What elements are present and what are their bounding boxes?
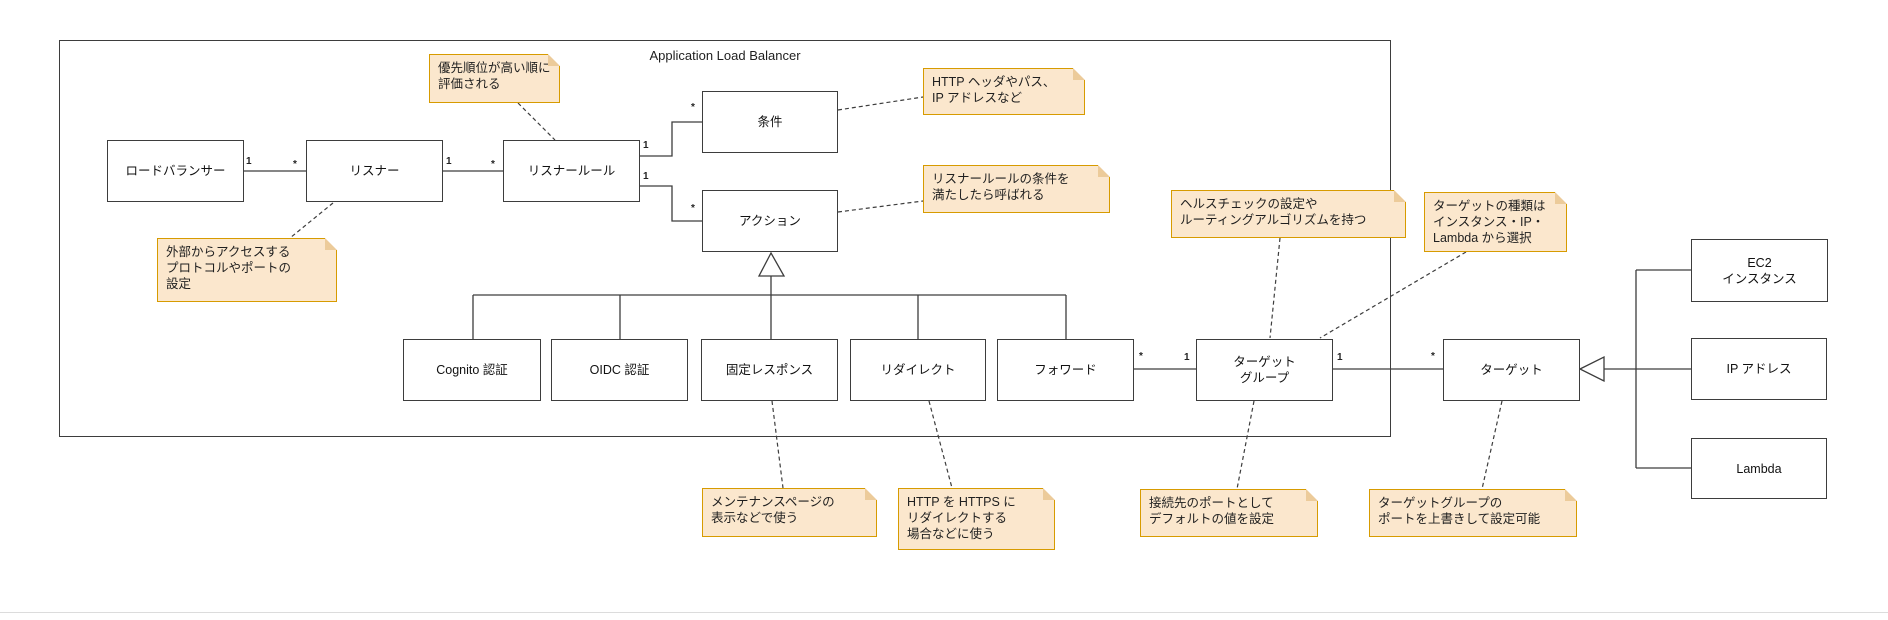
- class-action: アクション: [702, 190, 838, 252]
- alb-container-label: Application Load Balancer: [649, 48, 801, 63]
- class-fixed-response: 固定レスポンス: [701, 339, 838, 401]
- class-target-group: ターゲット グループ: [1196, 339, 1333, 401]
- class-oidc-auth: OIDC 認証: [551, 339, 688, 401]
- multiplicity-label: 1: [1337, 352, 1343, 363]
- note-health-check: ヘルスチェックの設定や ルーティングアルゴリズムを持つ: [1171, 190, 1406, 238]
- class-ec2-instance: EC2 インスタンス: [1691, 239, 1828, 302]
- multiplicity-label: *: [293, 159, 297, 170]
- note-default-port: 接続先のポートとして デフォルトの値を設定: [1140, 489, 1318, 537]
- note-target-type: ターゲットの種類は インスタンス・IP・ Lambda から選択: [1424, 192, 1567, 252]
- multiplicity-label: *: [491, 159, 495, 170]
- note-priority: 優先順位が高い順に 評価される: [429, 54, 560, 103]
- bottom-divider: [0, 612, 1888, 613]
- class-listener-rule: リスナールール: [503, 140, 640, 202]
- note-rule-condition: リスナールールの条件を 満たしたら呼ばれる: [923, 165, 1110, 213]
- multiplicity-label: 1: [446, 156, 452, 167]
- class-lambda: Lambda: [1691, 438, 1827, 499]
- multiplicity-label: *: [691, 203, 695, 214]
- note-external-access: 外部からアクセスする プロトコルやポートの 設定: [157, 238, 337, 302]
- link-note-override-port: [1481, 400, 1503, 490]
- note-http-header: HTTP ヘッダやパス、 IP アドレスなど: [923, 68, 1085, 115]
- note-override-port: ターゲットグループの ポートを上書きして設定可能: [1369, 489, 1577, 537]
- class-forward: フォワード: [997, 339, 1134, 401]
- class-target: ターゲット: [1443, 339, 1580, 401]
- multiplicity-label: *: [691, 102, 695, 113]
- multiplicity-label: *: [1139, 351, 1143, 362]
- class-load-balancer: ロードバランサー: [107, 140, 244, 202]
- multiplicity-label: 1: [1184, 352, 1190, 363]
- class-ip-address: IP アドレス: [1691, 338, 1827, 400]
- note-https-redirect: HTTP を HTTPS に リダイレクトする 場合などに使う: [898, 488, 1055, 550]
- note-maintenance: メンテナンスページの 表示などで使う: [702, 488, 877, 537]
- class-listener: リスナー: [306, 140, 443, 202]
- multiplicity-label: *: [1431, 351, 1435, 362]
- multiplicity-label: 1: [643, 140, 649, 151]
- multiplicity-label: 1: [643, 171, 649, 182]
- alb-container: Application Load Balancer: [59, 40, 1391, 437]
- class-cognito-auth: Cognito 認証: [403, 339, 541, 401]
- class-condition: 条件: [702, 91, 838, 153]
- inheritance-arrow-target: [1578, 355, 1605, 383]
- multiplicity-label: 1: [246, 156, 252, 167]
- class-redirect: リダイレクト: [850, 339, 986, 401]
- edge-target-subclass-tree: [1604, 269, 1691, 469]
